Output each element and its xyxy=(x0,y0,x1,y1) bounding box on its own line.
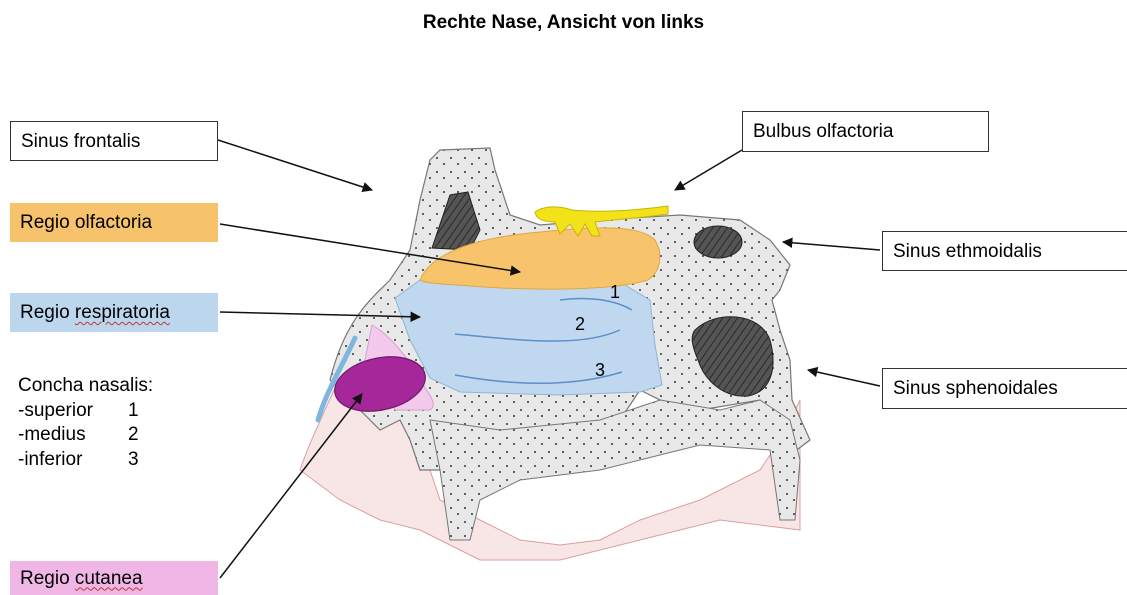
concha-item: -inferior 3 xyxy=(18,448,153,473)
concha-legend: Concha nasalis: -superior 1 -medius 2 -i… xyxy=(18,374,153,472)
concha-item-name: -medius xyxy=(18,423,128,448)
arrow-sinus-frontalis xyxy=(218,140,372,190)
label-text: Regio xyxy=(20,303,75,322)
label-bulbus-olfactoria: Bulbus olfactoria xyxy=(742,111,989,152)
diagram-title: Rechte Nase, Ansicht von links xyxy=(0,12,1127,34)
label-text: Bulbus olfactoria xyxy=(753,122,893,141)
concha-item-num: 1 xyxy=(128,399,139,424)
label-text: Regio olfactoria xyxy=(20,213,152,232)
concha-item-name: -superior xyxy=(18,399,128,424)
label-sinus-sphenoidales: Sinus sphenoidales xyxy=(882,368,1127,409)
label-text-underlined: cutanea xyxy=(75,569,143,588)
arrow-sinus-sphenoidales xyxy=(808,370,880,386)
marker-1: 1 xyxy=(610,282,620,302)
label-text-underlined: respiratoria xyxy=(75,303,170,322)
label-text: Sinus frontalis xyxy=(21,132,140,151)
concha-item: -medius 2 xyxy=(18,423,153,448)
arrow-bulbus-olfactoria xyxy=(675,150,742,190)
ethmoid-sinus xyxy=(694,226,742,258)
label-regio-olfactoria: Regio olfactoria xyxy=(10,203,218,242)
concha-item-num: 3 xyxy=(128,448,139,473)
marker-3: 3 xyxy=(595,360,605,380)
label-sinus-ethmoidalis: Sinus ethmoidalis xyxy=(882,231,1127,271)
concha-heading: Concha nasalis: xyxy=(18,374,153,399)
label-sinus-frontalis: Sinus frontalis xyxy=(10,121,218,161)
label-text: Sinus ethmoidalis xyxy=(893,242,1042,261)
concha-item-name: -inferior xyxy=(18,448,128,473)
concha-item-num: 2 xyxy=(128,423,139,448)
label-regio-cutanea: Regio cutanea xyxy=(10,561,218,595)
label-text: Regio xyxy=(20,569,75,588)
label-regio-respiratoria: Regio respiratoria xyxy=(10,293,218,332)
concha-item: -superior 1 xyxy=(18,399,153,424)
marker-2: 2 xyxy=(575,314,585,334)
label-text: Sinus sphenoidales xyxy=(893,379,1058,398)
arrow-sinus-ethmoidalis xyxy=(783,242,880,250)
